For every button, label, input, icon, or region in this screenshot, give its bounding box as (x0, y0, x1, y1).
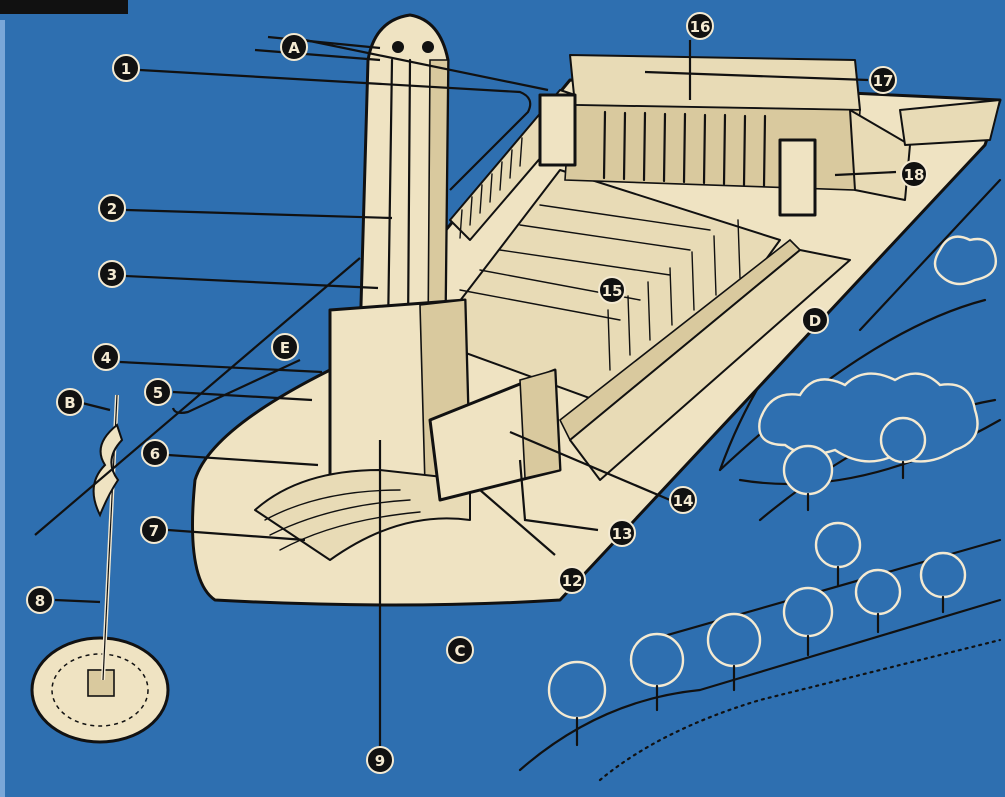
numbered-callout-8: 8 (27, 587, 53, 613)
numbered-callout-5: 5 (145, 379, 171, 405)
numbered-callout-label: 4 (101, 349, 111, 367)
numbered-callout-3: 3 (99, 261, 125, 287)
corner-tab (0, 0, 128, 14)
numbered-callout-6: 6 (142, 440, 168, 466)
numbered-callout-16: 16 (687, 13, 713, 39)
numbered-callout-1: 1 (113, 55, 139, 81)
numbered-callout-9: 9 (367, 747, 393, 773)
numbered-callout-17: 17 (870, 67, 896, 93)
numbered-callout-label: 2 (107, 200, 117, 218)
numbered-callout-label: 8 (35, 592, 45, 610)
lettered-callout-label: B (64, 394, 75, 412)
numbered-callout-label: 1 (121, 60, 131, 78)
numbered-callout-label: 13 (612, 525, 633, 543)
numbered-callout-label: 15 (602, 282, 623, 300)
numbered-callout-15: 15 (599, 277, 625, 303)
numbered-callout-label: 14 (673, 492, 694, 510)
lettered-callout-label: E (280, 339, 290, 357)
lettered-callout-C: C (447, 637, 473, 663)
numbered-callout-label: 6 (150, 445, 160, 463)
numbered-callout-4: 4 (93, 344, 119, 370)
lettered-callout-label: C (454, 642, 465, 660)
lettered-callout-A: A (281, 34, 307, 60)
numbered-callout-label: 3 (107, 266, 117, 284)
numbered-callout-label: 16 (690, 18, 711, 36)
lettered-callout-label: D (809, 312, 821, 330)
numbered-callout-label: 5 (153, 384, 163, 402)
lettered-callout-D: D (802, 307, 828, 333)
numbered-callout-14: 14 (670, 487, 696, 513)
numbered-callout-2: 2 (99, 195, 125, 221)
lettered-callout-E: E (272, 334, 298, 360)
numbered-callout-label: 18 (904, 166, 925, 184)
numbered-callout-18: 18 (901, 161, 927, 187)
numbered-callout-label: 9 (375, 752, 385, 770)
lettered-callout-label: A (288, 39, 300, 57)
numbered-callout-label: 12 (562, 572, 583, 590)
numbered-callout-13: 13 (609, 520, 635, 546)
lettered-callout-B: B (57, 389, 83, 415)
numbered-callout-12: 12 (559, 567, 585, 593)
numbered-callout-label: 17 (873, 72, 894, 90)
numbered-callout-label: 7 (149, 522, 159, 540)
numbered-callout-7: 7 (141, 517, 167, 543)
